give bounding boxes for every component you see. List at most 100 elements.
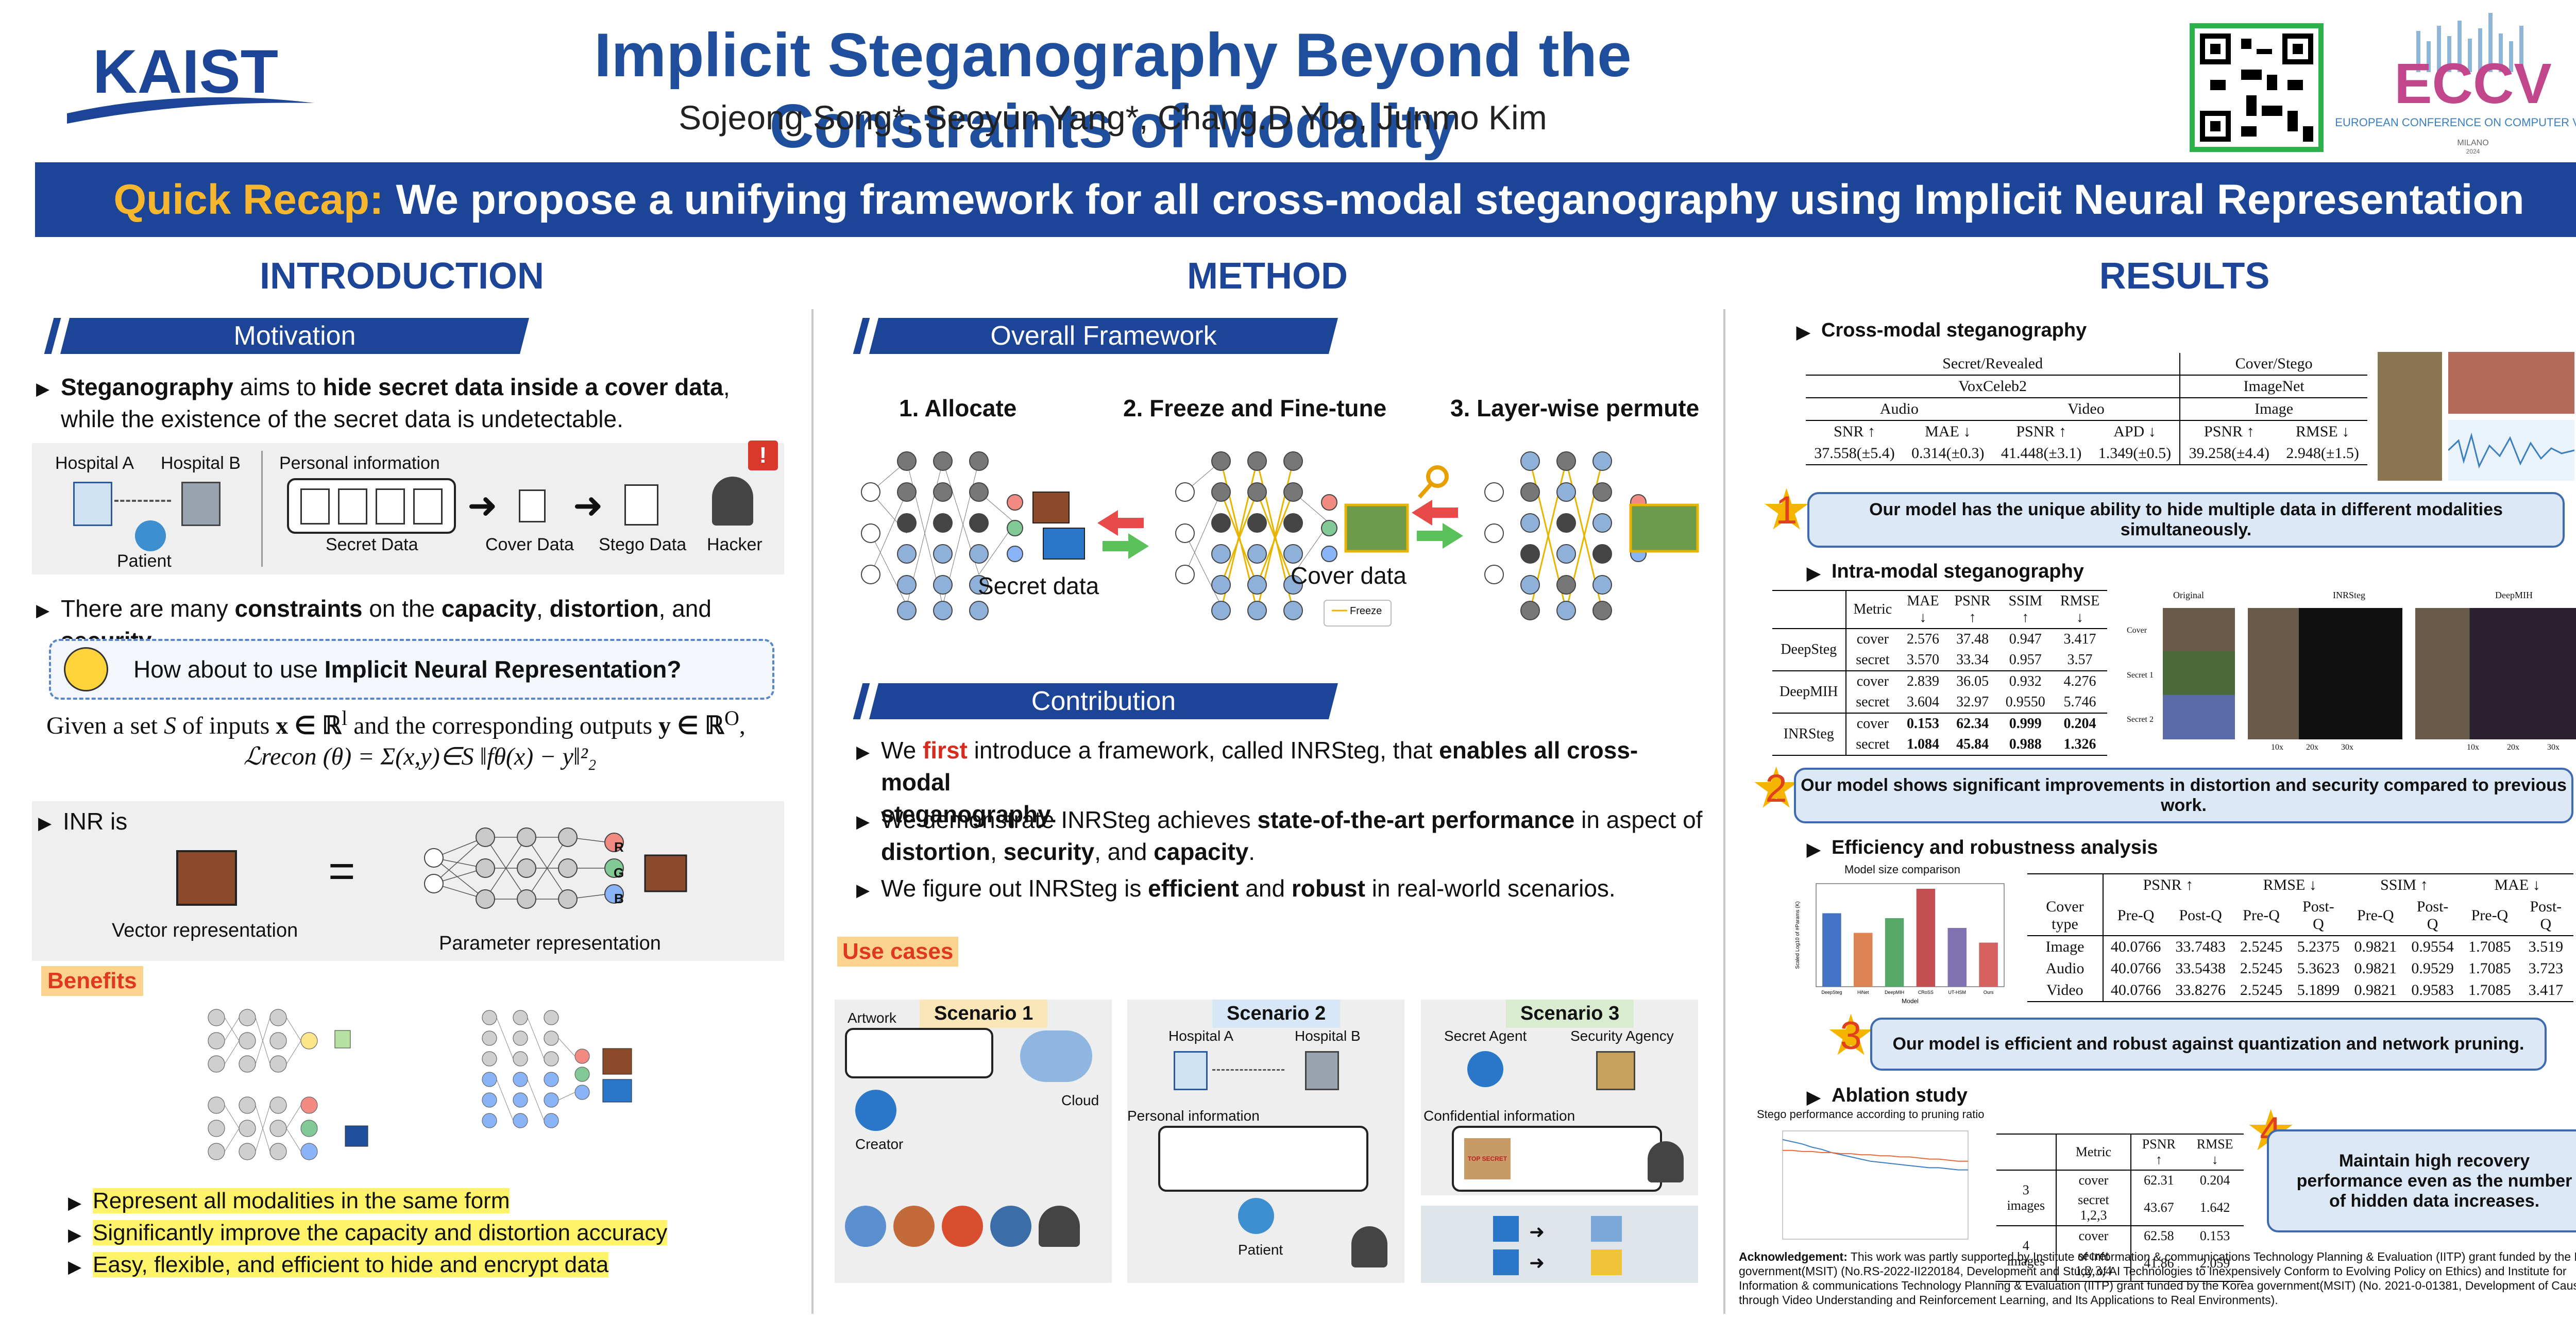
inr-is-label: INR is <box>38 805 127 839</box>
alert-icon: ! <box>748 441 778 470</box>
scenario-1-panel: Scenario 1 Artwork Cloud Creator <box>835 1000 1112 1283</box>
artwork-box <box>845 1028 993 1078</box>
inr-question-box: How about to use Implicit Neural Represe… <box>49 639 774 700</box>
tick-label: CRoSS <box>1918 990 1934 995</box>
inrsteg-images <box>2248 608 2402 739</box>
benefits-label: Benefits <box>41 966 143 996</box>
eccv-logo-text: ECCV <box>2394 52 2552 115</box>
agent-icon <box>1467 1051 1503 1087</box>
chart-axes <box>1782 1130 1969 1240</box>
hospital-a-label: Hospital A <box>1168 1028 1234 1044</box>
results-title: RESULTS <box>2099 256 2270 297</box>
benefit-list: Represent all modalities in the same for… <box>68 1185 762 1283</box>
personal-info-label: Personal information <box>279 453 440 473</box>
xray-icon <box>376 488 405 525</box>
kaist-logo-text: KAIST <box>93 37 278 106</box>
pruning-chart: Stego performance according to pruning r… <box>1757 1108 1999 1247</box>
poster-title: Implicit Steganography Beyond the Constr… <box>594 21 1632 161</box>
callout-4: Maintain high recovery performance even … <box>2267 1129 2576 1232</box>
tick-label: DeepMIH <box>1885 990 1904 995</box>
figure-divider <box>261 451 263 567</box>
right-arrow-icon: ➜ <box>573 485 603 526</box>
kaist-logo: KAIST <box>46 36 325 129</box>
bar-HiNet <box>1854 933 1873 987</box>
right-arrow-icon: ➜ <box>467 485 498 526</box>
scenario-3-panel: Scenario 3 Secret Agent Security Agency … <box>1421 1000 1698 1195</box>
framework-diagram <box>861 451 1699 627</box>
deepmih-images <box>2415 608 2576 739</box>
hacker-icon <box>712 477 753 526</box>
faces-grid-image <box>2448 352 2574 414</box>
scenario-1-label: Scenario 1 <box>934 1003 1033 1024</box>
bar-Ours <box>1979 942 1998 987</box>
x-axis-label: Model <box>1902 997 1919 1005</box>
recap-highlight: Quick Recap: <box>113 176 384 223</box>
image-icon <box>1591 1216 1622 1242</box>
svg-text:2024: 2024 <box>2466 148 2480 155</box>
tick-label: HiNet <box>1857 990 1869 995</box>
confidential-info-label: Confidential information <box>1423 1108 1575 1124</box>
callout-2: Our model shows significant improvements… <box>1794 768 2573 823</box>
benefit-item: Easy, flexible, and efficient to hide an… <box>68 1249 762 1283</box>
intro-bullet-steganography: Steganography aims to hide secret data i… <box>36 371 782 435</box>
avatar <box>845 1206 886 1247</box>
arrow-icon: ➜ <box>1529 1221 1545 1242</box>
avatar <box>893 1206 935 1247</box>
inr-file-icon <box>1493 1216 1519 1242</box>
hacker-icon <box>1039 1206 1080 1247</box>
series-line-0 <box>1782 1139 1968 1171</box>
original-images <box>2163 608 2235 739</box>
column-divider <box>1723 309 1725 1314</box>
contribution-banner-wrap: Contribution <box>853 683 1338 719</box>
column-divider <box>811 309 814 1314</box>
svg-text:EUROPEAN CONFERENCE ON COMPUTE: EUROPEAN CONFERENCE ON COMPUTER VISION <box>2335 116 2576 129</box>
callout-3: Our model is efficient and robust agains… <box>1870 1018 2547 1071</box>
qr-code[interactable] <box>2190 23 2324 152</box>
efficiency-heading: Efficiency and robustness analysis <box>1807 832 2158 866</box>
star-badge-2: ★2 <box>1751 756 1802 820</box>
quick-recap-banner: Quick Recap: We propose a unifying frame… <box>35 162 2576 237</box>
hospital-a-label: Hospital A <box>55 453 134 473</box>
scenario-3-label: Scenario 3 <box>1520 1003 1620 1024</box>
motivation-banner-wrap: Motivation <box>44 318 529 354</box>
arrow-icon <box>1212 1069 1284 1071</box>
tick-label: Ours <box>1984 990 1994 995</box>
equals-sign: = <box>328 845 355 897</box>
inr-network-diagram <box>424 827 687 909</box>
callout-1: Our model has the unique ability to hide… <box>1807 492 2565 548</box>
steganography-figure: Hospital A Hospital B Patient Personal i… <box>32 441 784 574</box>
cover-data-label: Cover data <box>1291 562 1407 589</box>
medical-record-icon <box>338 488 367 525</box>
image-icon <box>1591 1249 1622 1275</box>
patient-label: Patient <box>117 551 172 571</box>
framework-banner-wrap: Overall Framework <box>853 318 1338 354</box>
avatar <box>990 1206 1031 1247</box>
scenario-3-decode-panel: ➜ ➜ <box>1421 1206 1698 1283</box>
contribution-3: We figure out INRSteg is efficient and r… <box>856 872 1705 906</box>
inr-is-panel: INR is Vector representation = R G B Par… <box>32 801 784 961</box>
scan-icon <box>413 488 443 525</box>
cover-file-icon <box>519 489 546 522</box>
y-axis-label: Scaled Log10 of #Params (K) <box>1795 901 1801 969</box>
ablation-heading: Ablation study <box>1807 1079 1968 1113</box>
tick-label: UT-HSM <box>1948 990 1967 995</box>
cloud-icon <box>1020 1030 1092 1082</box>
bar-DeepSteg <box>1822 913 1841 987</box>
intra-modal-heading: Intra-modal steganography <box>1807 555 2084 589</box>
step-layerwise-permute: 3. Layer-wise permute <box>1450 395 1700 421</box>
acknowledgement: Acknowledgement: This work was partly su… <box>1739 1250 2576 1307</box>
recon-loss-formula: ℒrecon (θ) = Σ(x,y)∈S ‖fθ(x) − y‖²₂ <box>243 743 597 770</box>
scenario-2-label: Scenario 2 <box>1227 1003 1326 1024</box>
vector-image <box>176 850 237 906</box>
step-freeze-finetune: 2. Freeze and Fine-tune <box>1123 395 1387 421</box>
secret-data-label: Secret Data <box>326 535 418 554</box>
top-secret-folder: TOP SECRET <box>1464 1138 1511 1179</box>
cross-modal-heading: Cross-modal steganography <box>1797 314 2087 348</box>
hacker-icon <box>1351 1226 1387 1267</box>
vector-rep-label: Vector representation <box>112 920 298 941</box>
series-line-1 <box>1783 1149 1968 1162</box>
svg-text:MILANO: MILANO <box>2457 139 2488 147</box>
